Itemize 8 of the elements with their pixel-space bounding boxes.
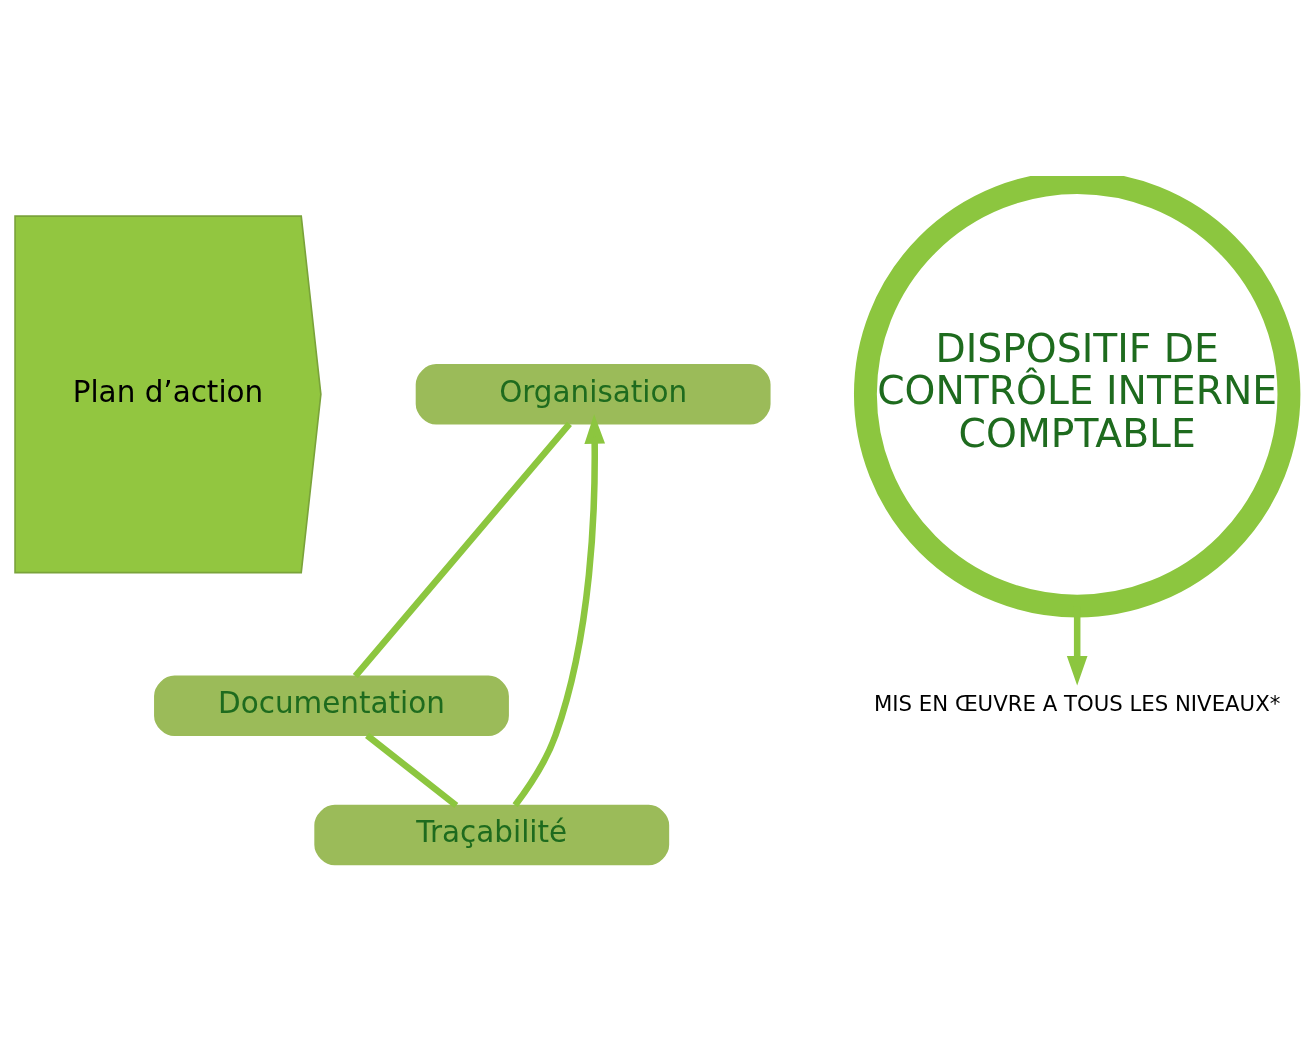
node-box: Traçabilité [314, 804, 670, 866]
arrow [512, 414, 606, 808]
node-circle: DISPOSITIF DE CONTRÔLE INTERNE COMPTABLE [853, 176, 1301, 618]
node-box: Documentation [154, 675, 509, 737]
node-text: MIS EN ŒUVRE A TOUS LES NIVEAUX* [873, 691, 1281, 717]
node-box: Organisation [415, 364, 771, 425]
connector [352, 421, 572, 679]
connector [365, 732, 459, 809]
